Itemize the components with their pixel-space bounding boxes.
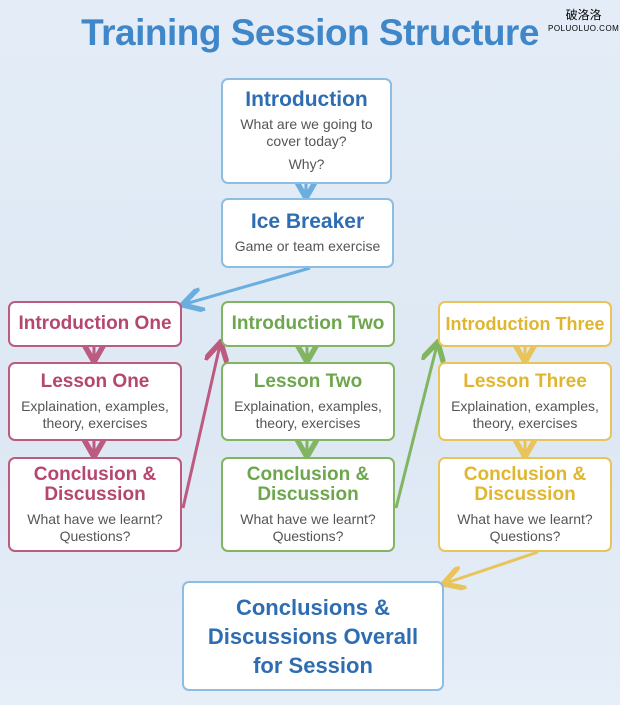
introduction-three-box: Introduction Three <box>438 301 612 347</box>
arrow-ice-col1 <box>185 266 311 304</box>
diagram-title: Training Session Structure <box>81 12 539 53</box>
introduction-box: Introduction What are we going to cover … <box>221 78 392 184</box>
arrow-col3-final <box>446 550 539 583</box>
ice-breaker-box: Ice Breaker Game or team exercise <box>221 198 394 268</box>
introduction-two-box: Introduction Two <box>221 301 395 347</box>
arrow-col1-col2 <box>181 345 220 509</box>
introduction-one-box: Introduction One <box>8 301 182 347</box>
arrow-col2-col3 <box>394 345 437 509</box>
final-conclusions-box: Conclusions & Discussions Overall for Se… <box>182 581 444 691</box>
